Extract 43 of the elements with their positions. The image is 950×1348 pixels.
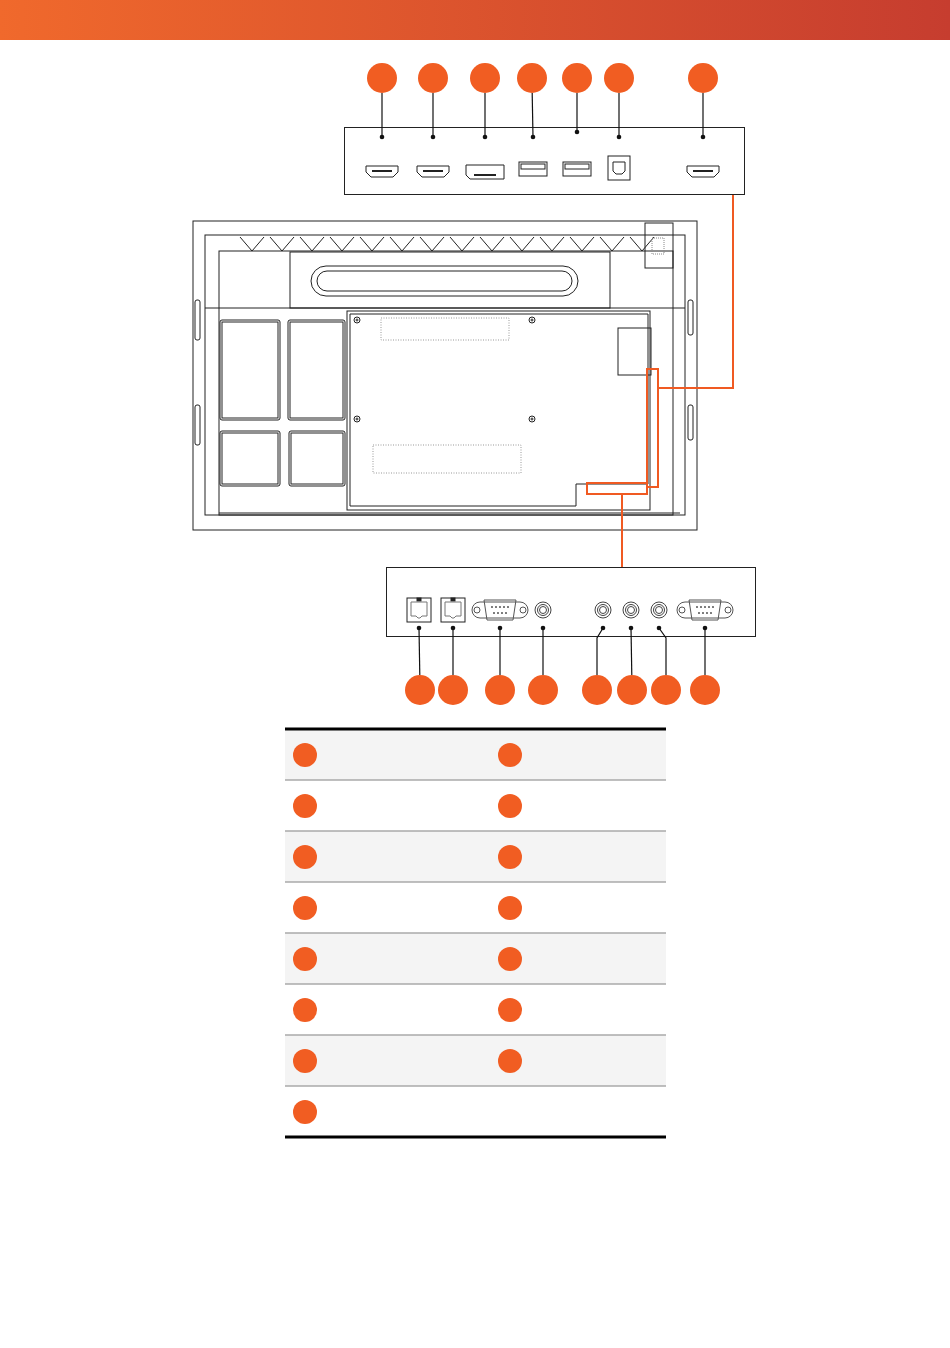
callout-number	[418, 63, 448, 93]
callout-number	[498, 998, 522, 1022]
callout-number	[293, 998, 317, 1022]
leader-line	[574, 92, 580, 135]
leader-line	[450, 625, 456, 676]
callout-number	[617, 675, 647, 705]
leader-line	[482, 92, 488, 140]
leader-line	[702, 625, 708, 676]
connector-line	[658, 194, 734, 389]
leader-line	[497, 625, 503, 676]
leader-line	[379, 92, 385, 140]
callout-number	[485, 675, 515, 705]
callout-number	[498, 794, 522, 818]
leader-line	[596, 625, 606, 676]
leader-line	[628, 625, 634, 676]
callout-number	[651, 675, 681, 705]
callout-number	[517, 63, 547, 93]
callout-number	[604, 63, 634, 93]
leader-line	[656, 625, 667, 676]
connector-panel	[344, 127, 745, 195]
callout-number	[405, 675, 435, 705]
callout-number	[293, 896, 317, 920]
leader-line	[430, 92, 436, 140]
connector-panel	[386, 567, 756, 637]
callout-number	[367, 63, 397, 93]
connector-line	[621, 494, 623, 568]
highlight-frame	[586, 482, 648, 495]
callout-number	[528, 675, 558, 705]
leader-line	[616, 92, 622, 140]
callout-number	[688, 63, 718, 93]
callout-number	[562, 63, 592, 93]
leader-line	[530, 92, 536, 140]
callout-number	[582, 675, 612, 705]
callout-number	[438, 675, 468, 705]
leader-line	[700, 92, 706, 140]
leader-line	[540, 625, 546, 676]
callout-number	[293, 1100, 317, 1124]
leader-line	[416, 625, 422, 676]
callout-number	[498, 896, 522, 920]
callout-number	[470, 63, 500, 93]
callout-number	[293, 794, 317, 818]
highlight-frame	[646, 368, 659, 488]
callout-number	[690, 675, 720, 705]
